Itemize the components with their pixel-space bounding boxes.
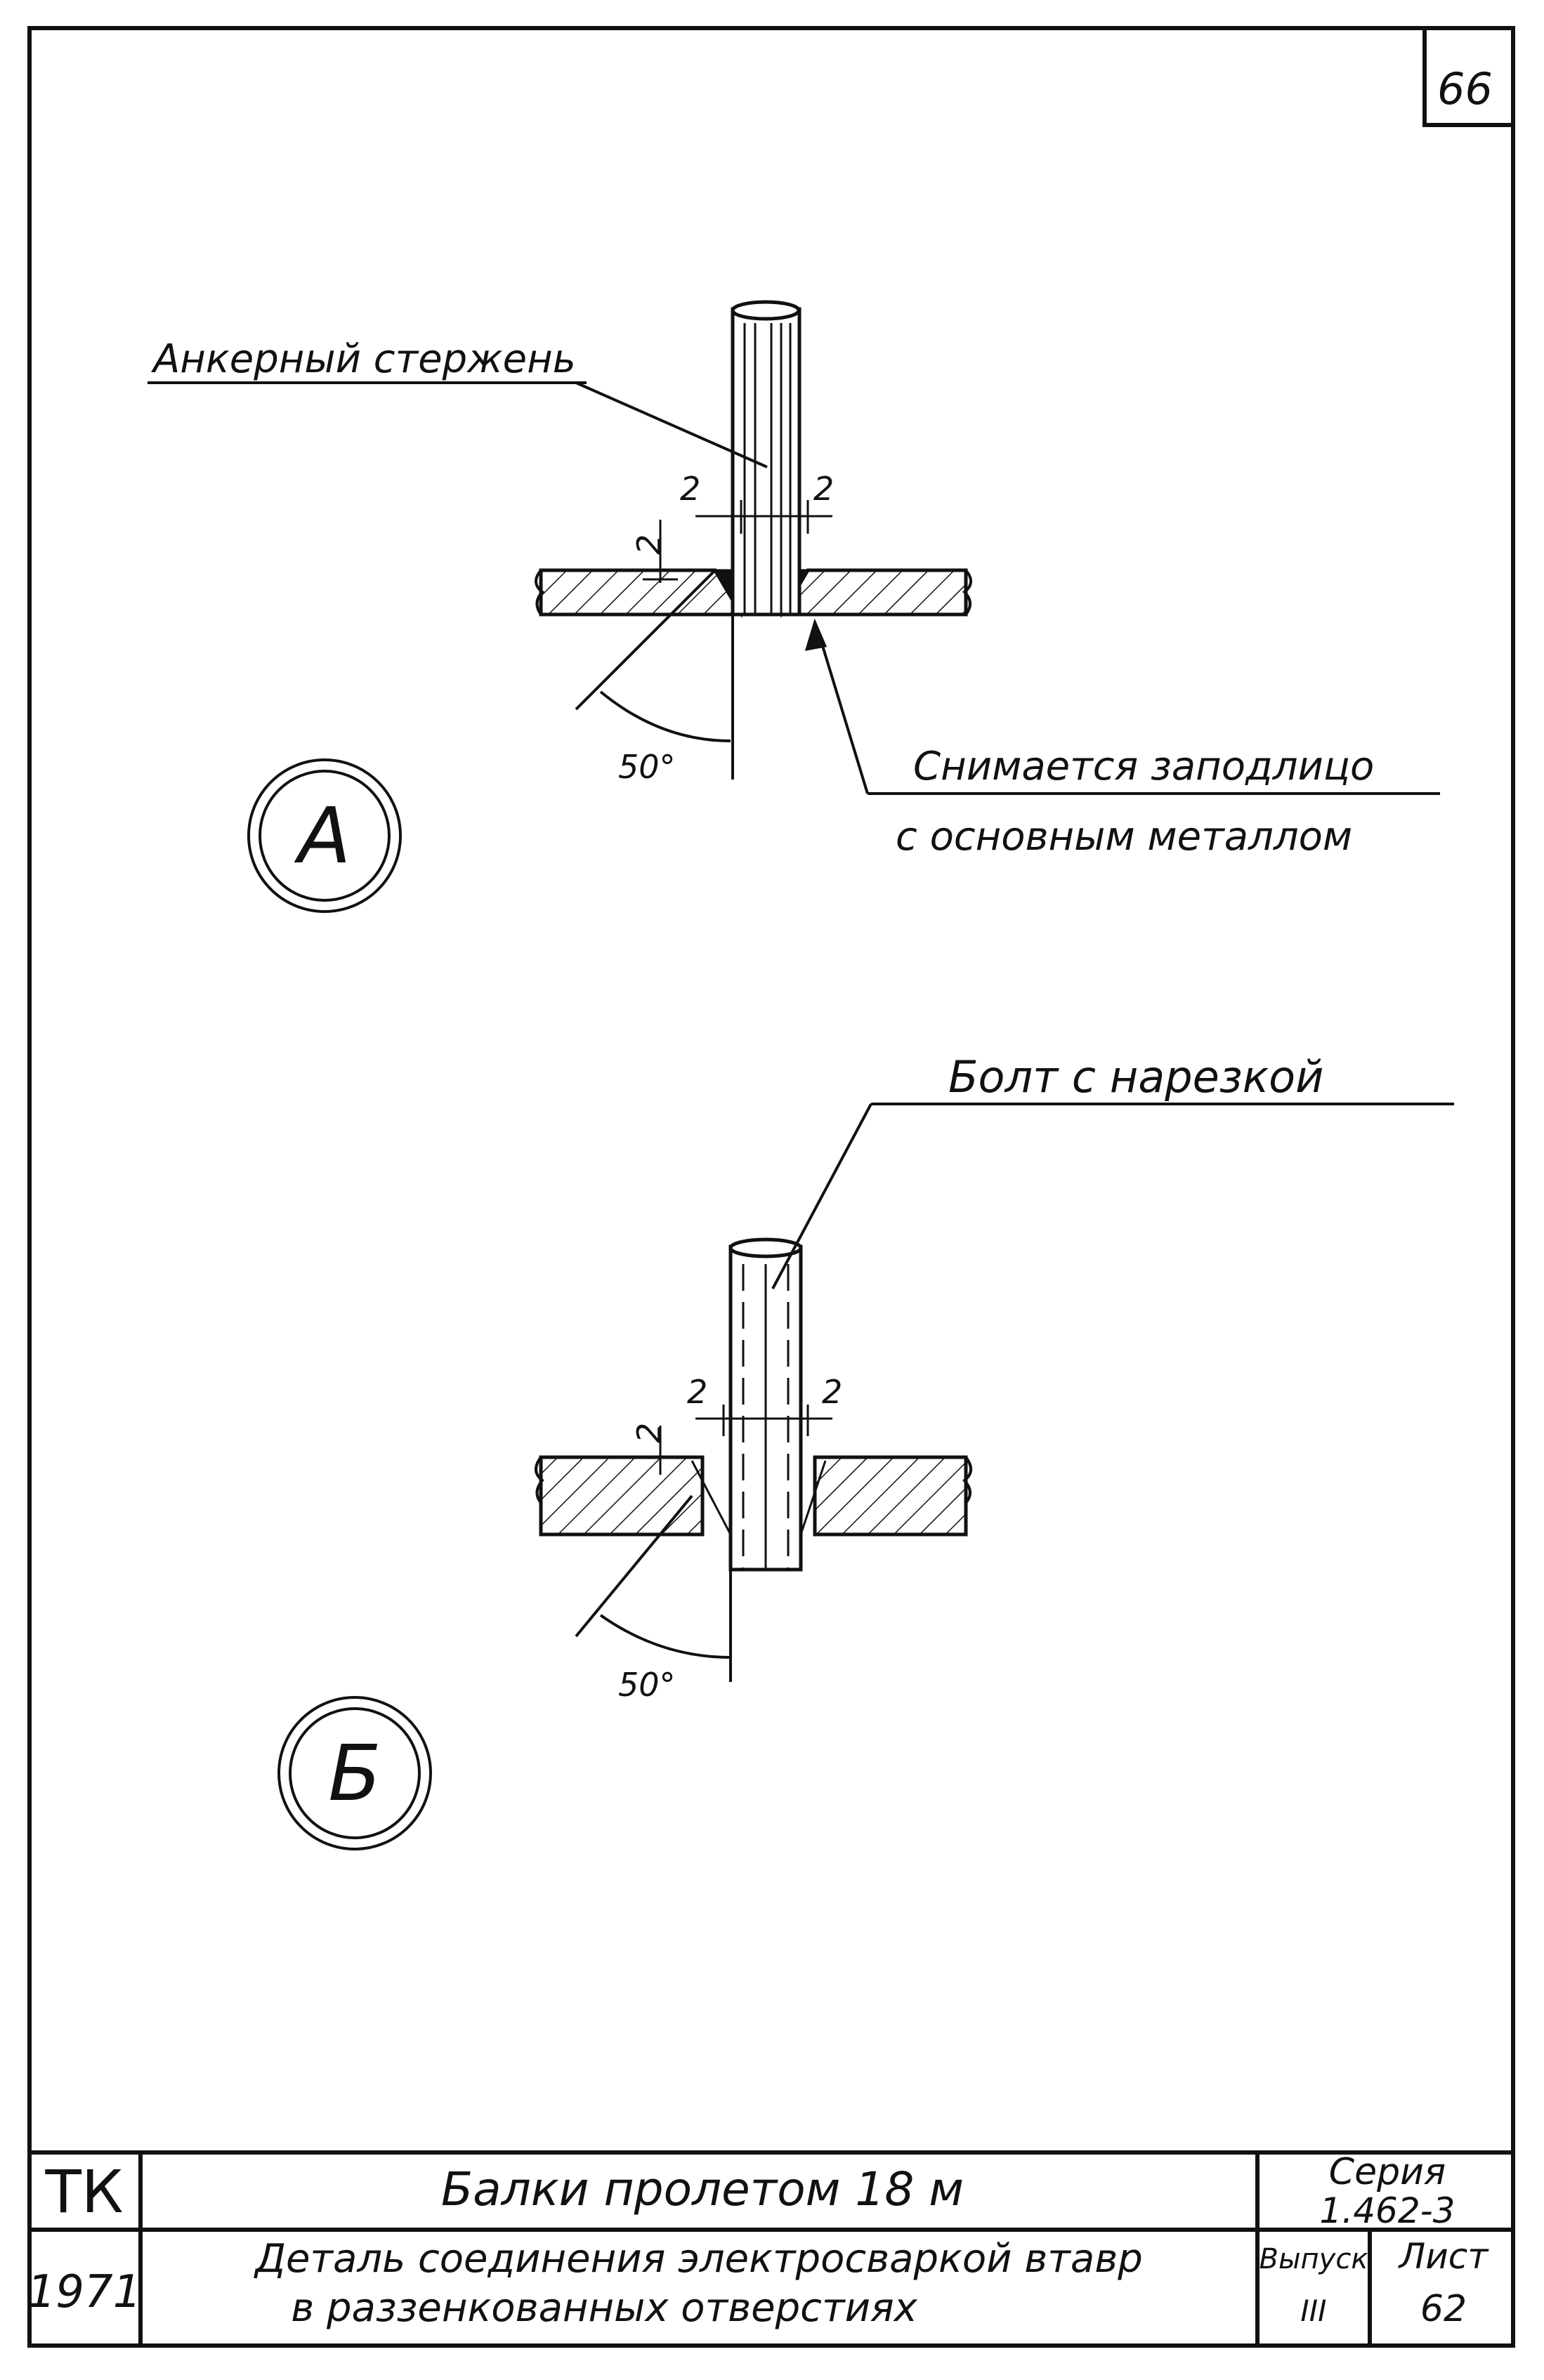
drawing-frame bbox=[27, 26, 1515, 2348]
series-label: Серия bbox=[1329, 2151, 1446, 2193]
dim-a-left: 2 bbox=[680, 470, 700, 508]
detail-b: Болт с нарезкой 2 2 2 50° Б bbox=[277, 1051, 1454, 1850]
bolt-label-leader bbox=[771, 1103, 872, 1289]
sheet-label: Лист bbox=[1398, 2236, 1490, 2277]
dim-b-left: 2 bbox=[687, 1373, 707, 1411]
rod-label-leader bbox=[575, 381, 768, 468]
year: 1971 bbox=[27, 2266, 142, 2318]
sheet-title: Балки пролетом 18 м bbox=[441, 2162, 964, 2216]
angle-b-label: 50° bbox=[618, 1666, 676, 1704]
bolt-b bbox=[728, 1237, 803, 1572]
note-a-leader bbox=[817, 631, 869, 794]
dim-a-right: 2 bbox=[813, 470, 834, 508]
detail-b-mark-outer bbox=[277, 1696, 432, 1850]
org-code: ТК bbox=[45, 2157, 124, 2226]
sheet-subtitle-line2: в раззенкованных отверстиях bbox=[291, 2285, 917, 2331]
bolt-label: Болт с нарезкой bbox=[948, 1051, 1323, 1103]
dim-b-vertical: 2 bbox=[630, 1423, 668, 1443]
page-number: 66 bbox=[1437, 63, 1493, 114]
series-value: 1.462-3 bbox=[1320, 2190, 1455, 2231]
detail-a: Анкерный стержень 2 2 2 50° Снимается за… bbox=[148, 300, 1440, 913]
angle-a-label: 50° bbox=[618, 748, 676, 786]
sheet-subtitle-line1: Деталь соединения электросваркой втавр bbox=[253, 2236, 1143, 2282]
note-a-line1: Снимается заподлицо bbox=[913, 744, 1374, 789]
detail-b-mark: Б bbox=[328, 1728, 381, 1818]
issue-value: III bbox=[1300, 2294, 1326, 2328]
issue-label: Выпуск bbox=[1260, 2243, 1368, 2275]
dim-b-right: 2 bbox=[822, 1373, 842, 1411]
angle-b-arc bbox=[599, 1614, 731, 1659]
angle-a-arc bbox=[599, 690, 731, 742]
countersink-b bbox=[691, 1460, 827, 1535]
rod-label: Анкерный стержень bbox=[151, 336, 576, 382]
detail-a-mark: А bbox=[294, 791, 351, 881]
dim-a-vertical: 2 bbox=[630, 534, 668, 555]
note-a-line2: с основным металлом bbox=[896, 814, 1352, 860]
plate-b-left bbox=[539, 1455, 705, 1537]
page-number-box: 66 bbox=[1422, 28, 1513, 127]
plate-a-right bbox=[778, 568, 968, 617]
anchor-rod bbox=[731, 300, 802, 617]
title-block: ТК 1971 Балки пролетом 18 м Деталь соеди… bbox=[27, 2150, 1513, 2346]
detail-a-mark-outer bbox=[247, 758, 402, 913]
plate-a-left bbox=[539, 568, 745, 617]
sheet-value: 62 bbox=[1420, 2288, 1467, 2330]
plate-b-right bbox=[813, 1455, 968, 1537]
